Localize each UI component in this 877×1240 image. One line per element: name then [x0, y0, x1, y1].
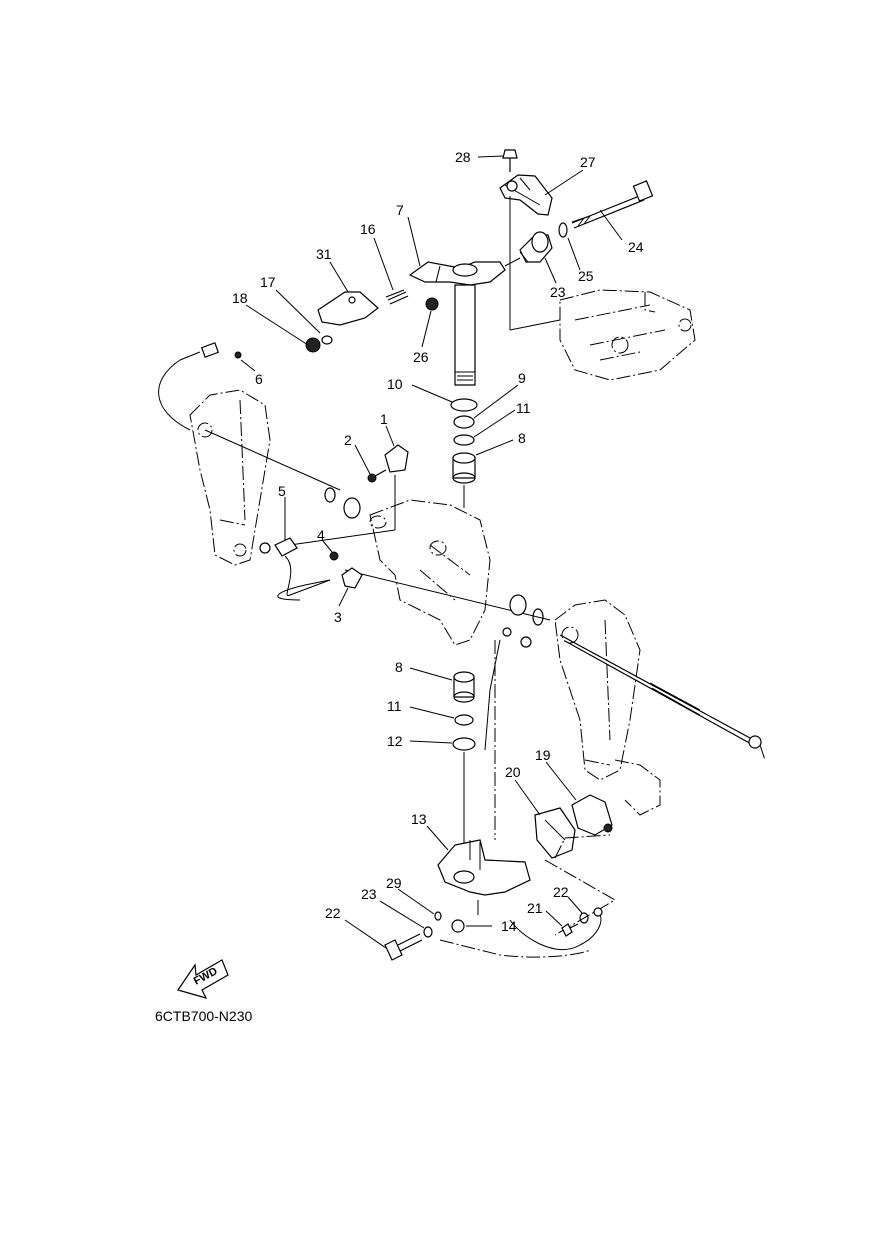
callout-12: 12 [387, 733, 403, 749]
steering-arm-7 [408, 261, 506, 386]
washer-right [532, 608, 544, 626]
bolt-20 [561, 923, 579, 937]
bolt-22 [384, 933, 423, 961]
callout-labels: 28 27 7 24 16 31 17 18 25 23 26 6 10 9 1… [232, 149, 644, 934]
nut-17 [305, 337, 321, 353]
o-ring-11-upper [453, 434, 475, 446]
callout-29: 27 [580, 154, 596, 170]
callout-24: 29 [386, 875, 402, 891]
callout-31: 31 [316, 246, 332, 262]
callout-11-lower: 11 [387, 698, 402, 714]
callout-19: 20 [505, 764, 521, 780]
fwd-arrow-icon: FWD [177, 959, 229, 999]
washer-16 [321, 335, 333, 345]
callout-10: 10 [387, 376, 403, 392]
washer-12 [452, 737, 476, 751]
callout-6: 6 [255, 371, 263, 387]
washer-27 [558, 222, 568, 238]
callout-8-lower: 8 [395, 659, 403, 675]
clip-1 [384, 444, 409, 473]
callout-25: 23 [550, 284, 566, 300]
right-clamp-bracket [554, 599, 661, 816]
callout-7: 7 [396, 202, 404, 218]
callout-3: 3 [334, 609, 342, 625]
plate-31 [317, 291, 379, 326]
bushing-8-lower [453, 671, 475, 703]
mount-18 [571, 794, 613, 836]
callout-8-upper: 8 [518, 430, 526, 446]
washer-23 [423, 926, 433, 938]
callout-16: 17 [260, 274, 276, 290]
callout-5: 5 [278, 483, 286, 499]
callout-4: 4 [317, 527, 325, 543]
bushing-left [343, 497, 361, 519]
spring-15 [385, 289, 409, 305]
mount-bracket-29 [499, 174, 553, 216]
callout-17: 18 [232, 290, 248, 306]
washer-21 [579, 912, 589, 924]
bushing-right [509, 594, 527, 616]
callout-13: 13 [411, 811, 427, 827]
diagram-code: 6CTB700-N230 [155, 1008, 252, 1024]
swivel-bracket [369, 499, 491, 646]
callout-28: 26 [413, 349, 429, 365]
callout-20: 21 [527, 900, 543, 916]
callout-22: 22 [325, 905, 341, 921]
ground-lead [509, 907, 603, 951]
bolt-30 [502, 149, 518, 172]
callout-18: 19 [535, 747, 551, 763]
callout-23: 23 [361, 886, 377, 902]
callout-9: 9 [518, 370, 526, 386]
clip-14 [451, 919, 465, 933]
bolt-2 [367, 469, 387, 483]
callout-21: 22 [553, 884, 569, 900]
bolt-26 [571, 180, 654, 229]
o-ring-11-lower [454, 714, 474, 726]
callout-15: 16 [360, 221, 376, 237]
callout-1: 1 [380, 411, 388, 427]
tilt-bolt [559, 634, 766, 761]
switch-5 [259, 537, 331, 596]
leader-lines [240, 155, 623, 949]
grease-nipple [484, 627, 532, 751]
callout-11-upper: 11 [516, 400, 531, 416]
left-clamp-bracket [189, 389, 271, 566]
lower-mount-13 [437, 839, 531, 896]
washer-10 [450, 398, 478, 412]
mount-19 [534, 807, 576, 859]
clamp-3 [277, 567, 363, 601]
bushing-9 [453, 415, 475, 429]
callout-30: 28 [455, 149, 471, 165]
washer-24 [434, 911, 442, 921]
connector-6 [158, 342, 242, 431]
callout-26: 24 [628, 239, 644, 255]
rubber-mount-25 [519, 231, 553, 263]
nut-28 [425, 297, 439, 311]
upper-mount-housing [559, 289, 696, 381]
bushing-8-upper [452, 452, 476, 484]
washer-left [324, 487, 336, 503]
callout-14: 14 [501, 918, 517, 934]
callout-27: 25 [578, 268, 594, 284]
callout-2: 2 [344, 432, 352, 448]
screw-4 [329, 551, 339, 561]
